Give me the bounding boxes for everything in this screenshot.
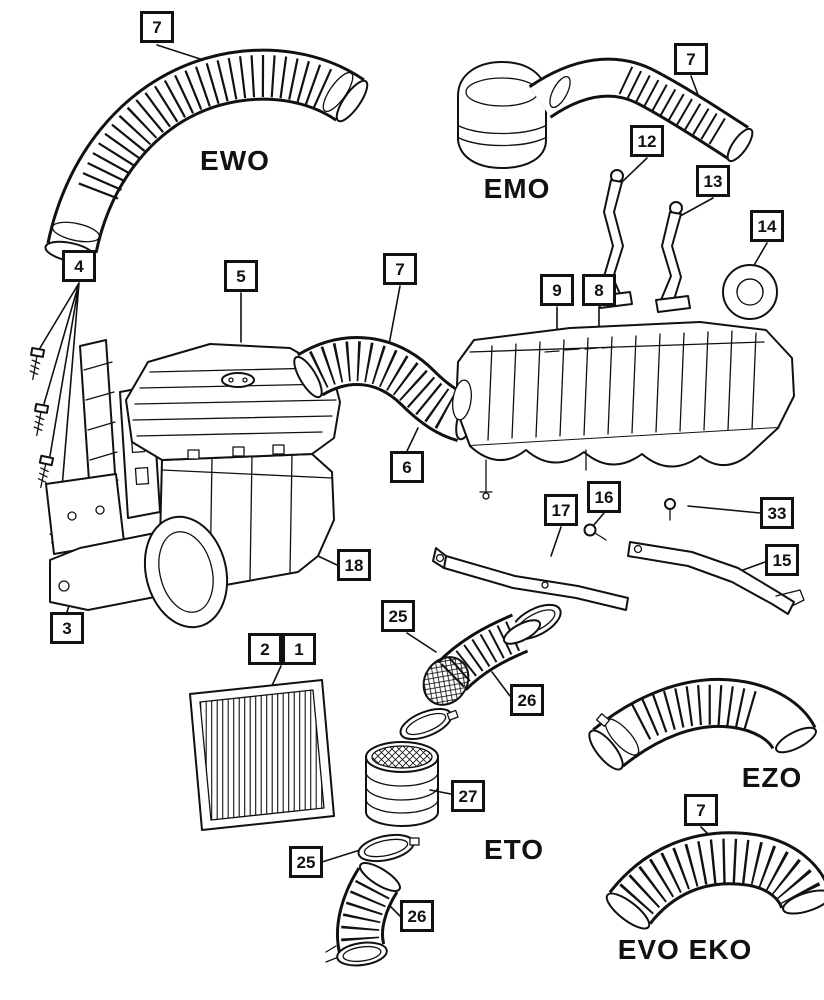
group-label-eto: ETO [483, 834, 545, 865]
evo-eko-hose-drawing [602, 858, 824, 934]
callout-17: 17 [544, 494, 578, 526]
callout-6: 6 [390, 451, 424, 483]
callout-1: 1 [282, 633, 316, 665]
callout-7-evo-hose: 7 [684, 794, 718, 826]
callout-7-emo-hose: 7 [674, 43, 708, 75]
callout-3: 3 [50, 612, 84, 644]
group-label-ewo: EWO [200, 145, 270, 176]
support-brackets-drawing [432, 498, 805, 615]
callout-26-upper: 26 [510, 684, 544, 716]
callout-15: 15 [765, 544, 799, 576]
grommet-14-drawing [722, 264, 778, 320]
callout-27: 27 [451, 780, 485, 812]
callout-33: 33 [760, 497, 794, 529]
callout-13: 13 [696, 165, 730, 197]
callout-2: 2 [248, 633, 282, 665]
callout-7-ewo-hose: 7 [140, 11, 174, 43]
intake-manifold-drawing [452, 321, 795, 500]
air-filter-element-drawing [189, 679, 335, 831]
group-label-evo-eko: EVO EKO [617, 934, 753, 965]
callout-12: 12 [630, 125, 664, 157]
callout-18: 18 [337, 549, 371, 581]
leader-lines [39, 44, 768, 917]
ezo-hose-drawing [584, 703, 819, 774]
emo-assembly-drawing [457, 62, 757, 169]
callout-9: 9 [540, 274, 574, 306]
callout-7-mid-duct: 7 [383, 253, 417, 285]
group-label-emo: EMO [483, 173, 551, 204]
callout-25-upper: 25 [381, 600, 415, 632]
callout-8: 8 [582, 274, 616, 306]
callout-26-lower: 26 [400, 900, 434, 932]
bracket-strap-13-drawing [655, 201, 691, 313]
callout-4: 4 [62, 250, 96, 282]
group-label-ezo: EZO [741, 762, 803, 793]
callout-14: 14 [750, 210, 784, 242]
callout-16: 16 [587, 481, 621, 513]
air-cleaner-housing-drawing [45, 339, 341, 629]
eto-intake-parts-drawing [325, 603, 562, 969]
callout-5: 5 [224, 260, 258, 292]
callout-25-lower: 25 [289, 846, 323, 878]
